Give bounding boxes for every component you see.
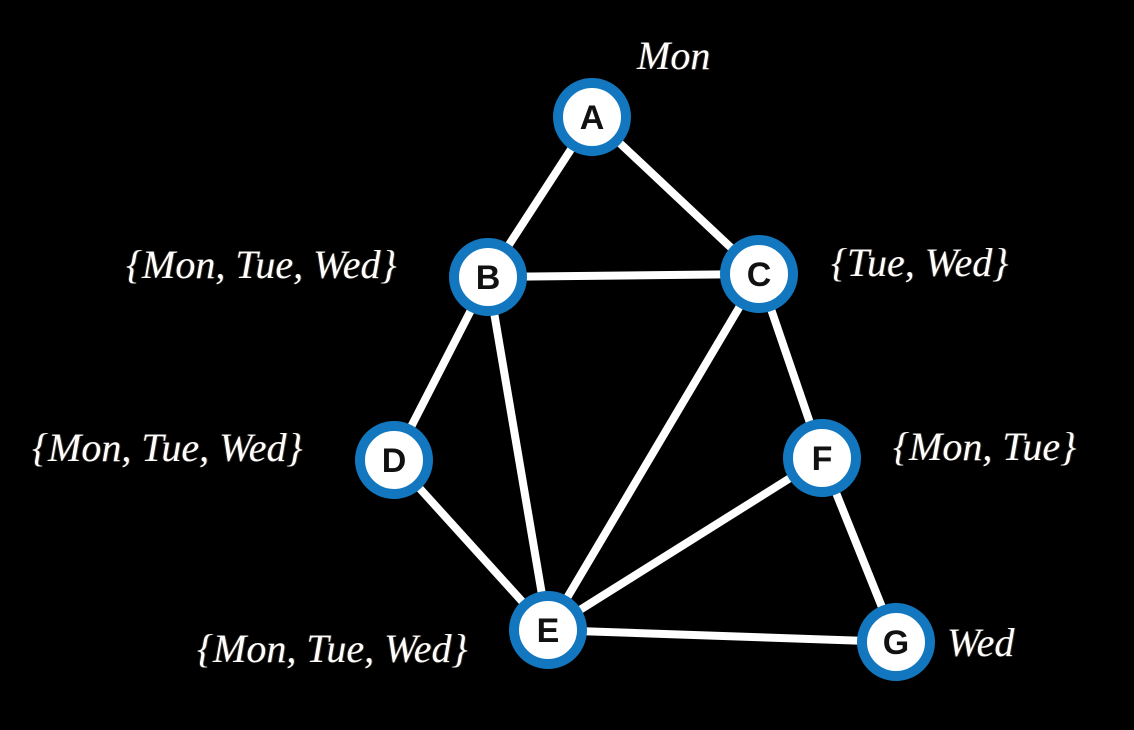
node-letter-c: C [747,256,772,294]
node-letter-e: E [537,612,560,650]
node-circle-d [355,421,433,499]
node-letter-g: G [883,624,909,662]
graph-node-e[interactable]: E [509,591,587,669]
node-circle-a [553,78,631,156]
domain-label-f: {Mon, Tue} [893,424,1077,469]
domain-label-g: Wed [947,620,1015,665]
node-letter-f: F [812,440,833,478]
graph-node-c[interactable]: C [720,235,798,313]
graph-node-d[interactable]: D [355,421,433,499]
graph-edge-b-c [484,270,763,281]
graph-node-a[interactable]: A [553,78,631,156]
graph-edge-e-g [544,626,900,646]
node-letter-a: A [580,99,605,137]
node-letter-d: D [382,442,407,480]
graph-node-b[interactable]: B [449,238,527,316]
node-letter-b: B [476,259,501,297]
node-circle-e [509,591,587,669]
edges-layer [390,113,900,646]
graph-edge-e-f [544,454,826,634]
graph-edge-c-e [544,270,763,634]
node-circle-b [449,238,527,316]
node-circle-f [783,419,861,497]
domain-label-b: {Mon, Tue, Wed} [126,242,397,287]
nodes-layer: A B C D E F G [355,78,935,681]
domain-label-a: Mon [637,33,711,78]
graph-node-f[interactable]: F [783,419,861,497]
node-circle-g [857,603,935,681]
node-circle-c [720,235,798,313]
domain-label-d: {Mon, Tue, Wed} [32,425,303,470]
graph-edge-b-e [484,273,552,634]
domain-label-c: {Tue, Wed} [831,240,1009,285]
domain-label-e: {Mon, Tue, Wed} [197,626,468,671]
graph-node-g[interactable]: G [857,603,935,681]
